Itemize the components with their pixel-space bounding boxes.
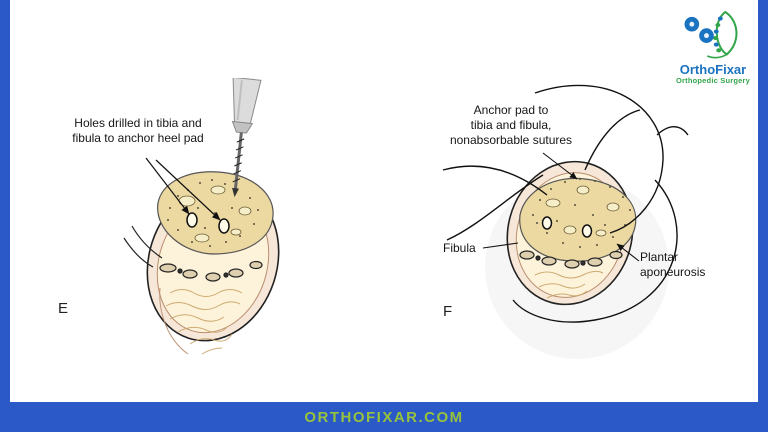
fat-pad-texture [159, 287, 243, 355]
leader-lines [482, 152, 640, 262]
label-anchor-pad: Anchor pad to tibia and fibula, nonabsor… [440, 103, 582, 148]
heel-pad-cross-section [506, 160, 637, 306]
leader-arrows [145, 157, 221, 221]
vessel-band [159, 260, 263, 282]
vessel-band [519, 250, 623, 269]
panel-letter-f: F [443, 303, 453, 320]
label-text: Plantar aponeurosis [640, 250, 706, 279]
label-line: fibula to anchor heel pad [72, 131, 204, 145]
panel-f-illustration [442, 84, 689, 359]
panel-e-illustration [123, 78, 280, 355]
suture-threads [442, 84, 689, 323]
bone-speckles [532, 178, 631, 248]
label-line: tibia and fibula, [470, 118, 552, 132]
leaf-spine-icon [684, 10, 738, 59]
spine-segments [713, 16, 723, 53]
logo-name: OrthoFixar [679, 62, 747, 77]
logo-tagline: Orthopedic Surgery [675, 76, 751, 86]
label-line: Anchor pad to [473, 103, 549, 117]
label-line: Holes drilled in tibia and [74, 116, 202, 130]
label-fibula: Fibula [443, 241, 476, 255]
label-plantar-aponeurosis: Plantar aponeurosis [640, 250, 722, 280]
heel-pad-cross-section [123, 171, 280, 355]
footer-bar: ORTHOFIXAR.COM [0, 402, 768, 432]
drilled-holes [186, 212, 230, 234]
label-holes-drilled: Holes drilled in tibia and fibula to anc… [56, 116, 220, 146]
right-accent-bar [758, 0, 768, 432]
fat-pad-texture [534, 270, 604, 299]
skin-flap-lines [123, 225, 163, 268]
orthofixar-logo: OrthoFixar Orthopedic Surgery [668, 5, 758, 86]
tibia-fibula-block [519, 177, 637, 262]
label-line: nonabsorbable sutures [449, 133, 573, 147]
footer-site-text: ORTHOFIXAR.COM [304, 408, 464, 426]
anchor-holes [541, 216, 593, 238]
surgical-drill [231, 78, 262, 198]
panel-letter-e: E [58, 300, 69, 317]
left-accent-bar [0, 0, 10, 432]
